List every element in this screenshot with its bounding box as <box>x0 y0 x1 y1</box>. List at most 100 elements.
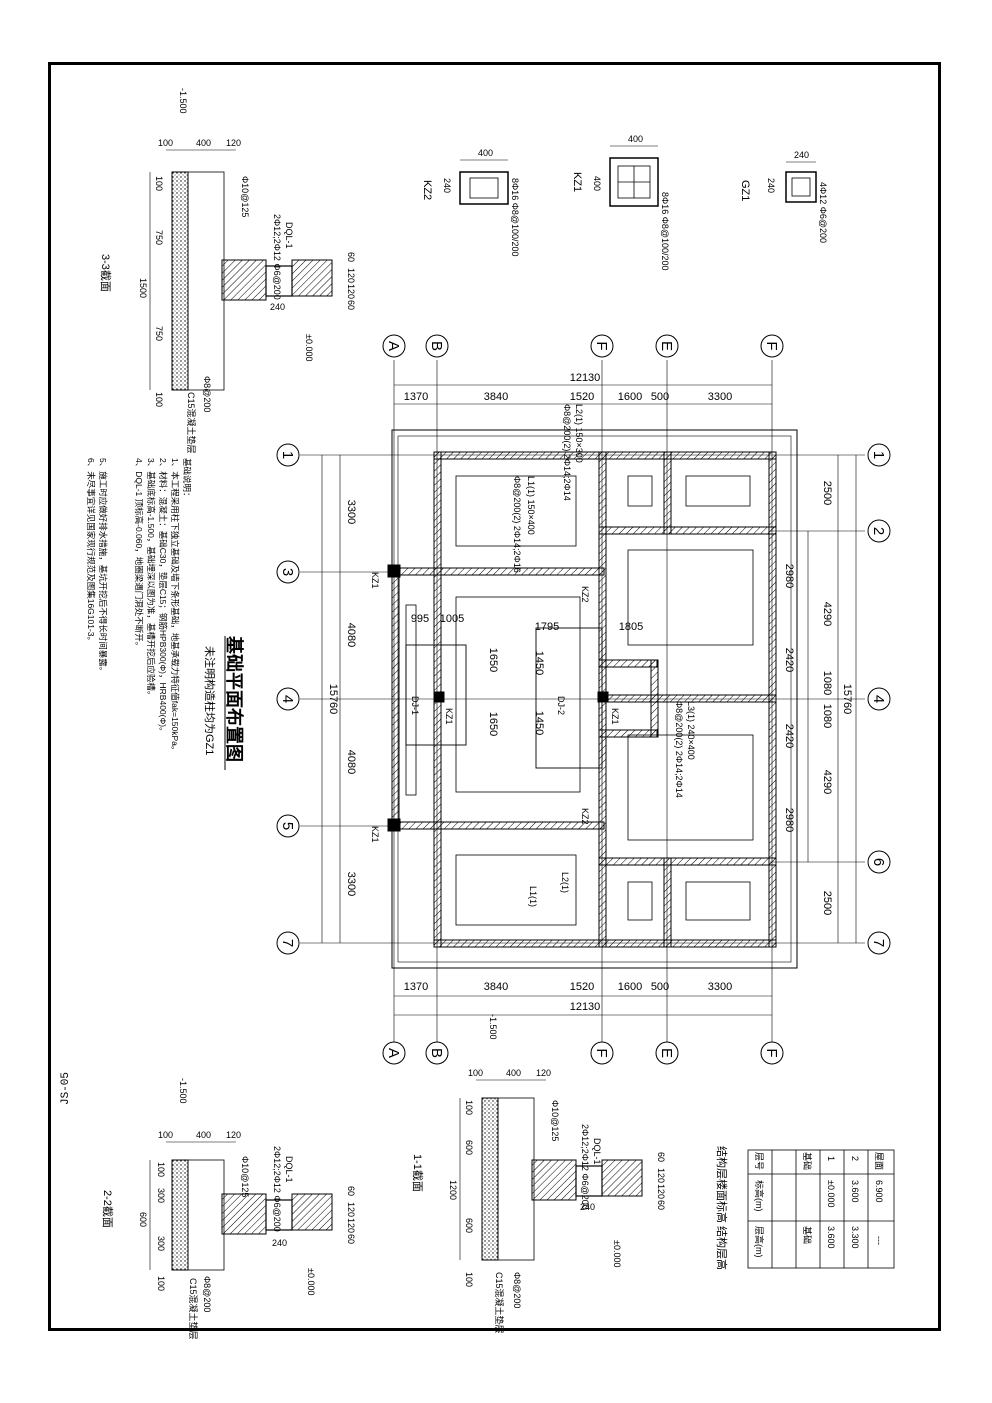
table-r4c1: 基础 <box>802 1152 813 1170</box>
note-1: 1、本工程采用柱下独立基础及墙下条形基础，地基承载力特征值fak=150kPa。 <box>170 458 180 754</box>
kz1-w: 400 <box>628 134 643 144</box>
section-3-3 <box>149 149 333 391</box>
s11-h2: 120 <box>656 1168 666 1183</box>
s33-d1: 100 <box>158 138 173 148</box>
dim-top-3: 1520 <box>570 391 594 403</box>
kz1-reinf: 8Φ16 Φ8@100/200 <box>660 192 670 271</box>
table-title: 结构层楼面标高 结构层高 <box>715 1146 729 1270</box>
s33-d2: 400 <box>196 138 211 148</box>
dim-bot-2: 3840 <box>484 981 508 993</box>
dim-top-2: 3840 <box>484 391 508 403</box>
label-kz1-a: KZ1 <box>370 572 380 589</box>
dim-dj2-a: 1795 <box>535 621 559 633</box>
kz1-h: 400 <box>592 176 602 191</box>
plan-title-main: 基础平面布置图 <box>224 635 245 762</box>
dim-left-1: 3300 <box>345 500 357 524</box>
note-5: 5、施工时应做好排水措施，基坑开挖后不得长时间暴露。 <box>98 458 108 675</box>
axis-right-2: 2 <box>870 527 887 535</box>
dim-right-1: 2500 <box>821 481 833 505</box>
s11-h1: 60 <box>656 1152 666 1162</box>
table-r3c2: ±0.000 <box>826 1180 836 1207</box>
axis-top-b: B <box>428 341 445 351</box>
dim-top-5: 500 <box>651 391 669 403</box>
s22-dql: DQL-1 <box>284 1156 294 1183</box>
kz1-name: KZ1 <box>571 172 583 192</box>
s33-s1: 750 <box>154 230 164 245</box>
section-1-1-labels: 1-1截面 -1.500 100 400 120 600 600 1200 10… <box>411 1014 666 1334</box>
dim-rin-2: 2420 <box>783 648 795 672</box>
kz1-detail <box>609 145 659 207</box>
dim-rin-3: 2420 <box>783 724 795 748</box>
axis-top-f2: F <box>763 341 780 350</box>
foundation-plan <box>276 334 891 1065</box>
dim-rin-1: 2980 <box>783 564 795 588</box>
dim-top-6: 3300 <box>708 391 732 403</box>
axis-bottom-a: A <box>385 1048 402 1058</box>
s11-h4: 60 <box>656 1200 666 1210</box>
column-details <box>459 145 817 207</box>
dim-dj1-d: 1650 <box>487 712 499 736</box>
s33-h4: 60 <box>346 300 356 310</box>
label-l1-spec: L1(1) 150×400 <box>526 476 536 535</box>
section-1-1 <box>459 1079 643 1261</box>
dim-left-3: 4080 <box>345 750 357 774</box>
s11-s4: 100 <box>464 1100 474 1115</box>
dim-rin-4: 2980 <box>783 808 795 832</box>
table-r1c2: 6.900 <box>874 1180 884 1203</box>
dim-dj1-b: 1005 <box>440 613 464 625</box>
plan-labels: DJ-1 DJ-2 KZ1 KZ1 KZ1 KZ1 KZ2 KZ2 L1(1) … <box>370 404 696 907</box>
s11-w: 240 <box>580 1202 595 1212</box>
notes: 基础说明： 1、本工程采用柱下独立基础及墙下条形基础，地基承载力特征值fak=1… <box>86 458 192 754</box>
s22-elev: -1.500 <box>178 1078 188 1104</box>
dim-bot-4: 1600 <box>618 981 642 993</box>
table-r1c1: 屋面 <box>874 1152 884 1170</box>
s33-s5: 100 <box>154 392 164 407</box>
s22-conc: C15混凝土垫层 <box>188 1278 199 1340</box>
s22-h3: 120 <box>346 1218 356 1233</box>
s22-title: 2-2截面 <box>101 1190 115 1228</box>
dim-top-total: 12130 <box>570 372 601 384</box>
table-r4c3: 基础 <box>802 1226 813 1244</box>
gz1-w: 240 <box>794 150 809 160</box>
s22-h4: 60 <box>346 1234 356 1244</box>
plan-title: 基础平面布置图 未注明构造柱均为GZ1 <box>203 635 245 770</box>
s11-dql-reinf: 2Φ12;2Φ12 Φ6@200 <box>580 1124 590 1210</box>
table-r3c1: 1 <box>826 1156 836 1161</box>
plan-title-sub: 未注明构造柱均为GZ1 <box>203 646 217 755</box>
axis-left-4: 4 <box>279 695 296 703</box>
s22-d2: 400 <box>196 1130 211 1140</box>
s33-h3: 120 <box>346 284 356 299</box>
dimension-texts: 12130 1370 3840 1520 1600 500 3300 1370 … <box>327 372 853 1013</box>
table-r1c3: --- <box>874 1236 884 1245</box>
label-dj2: DJ-2 <box>556 696 566 715</box>
axis-top-e: E <box>658 341 675 351</box>
dim-dj1-a: 995 <box>411 613 429 625</box>
s33-s4: 100 <box>154 176 164 191</box>
s11-bar2: Φ8@200 <box>512 1272 522 1308</box>
s33-bar2: Φ8@200 <box>202 376 212 412</box>
s22-h2: 120 <box>346 1202 356 1217</box>
label-l1-reinf: Φ8@200(2) 2Φ14;2Φ16 <box>512 476 522 573</box>
dim-dj2-c: 1450 <box>533 651 545 675</box>
s11-title: 1-1截面 <box>411 1154 425 1192</box>
column-detail-labels: KZ2 400 240 8Φ16 Φ8@100/200 KZ1 400 400 … <box>421 134 828 271</box>
dim-left-4: 3300 <box>345 872 357 896</box>
s11-elev: -1.500 <box>488 1014 498 1040</box>
dim-bot-1: 1370 <box>404 981 428 993</box>
s33-conc: C15混凝土垫层 <box>186 392 197 454</box>
dim-right-3: 1080 <box>821 671 833 695</box>
s11-dql: DQL-1 <box>592 1138 602 1165</box>
s22-s4: 100 <box>156 1162 166 1177</box>
gz1-reinf: 4Φ12 Φ6@200 <box>818 182 828 243</box>
s11-conc: C15混凝土垫层 <box>494 1272 505 1334</box>
kz2-name: KZ2 <box>421 180 433 200</box>
note-2: 2、材料：混凝土：基础C30，垫层C15；钢筋HPB300(Φ)，HRB400(… <box>158 458 168 736</box>
axis-bottom-f2: F <box>763 1048 780 1057</box>
s22-d3: 120 <box>226 1130 241 1140</box>
s11-gl: ±0.000 <box>612 1240 622 1267</box>
table-h2: 标高(m) <box>754 1180 765 1212</box>
gz1-detail <box>785 161 817 203</box>
label-dj1: DJ-1 <box>410 696 420 715</box>
s11-bar: Φ10@125 <box>550 1100 560 1141</box>
